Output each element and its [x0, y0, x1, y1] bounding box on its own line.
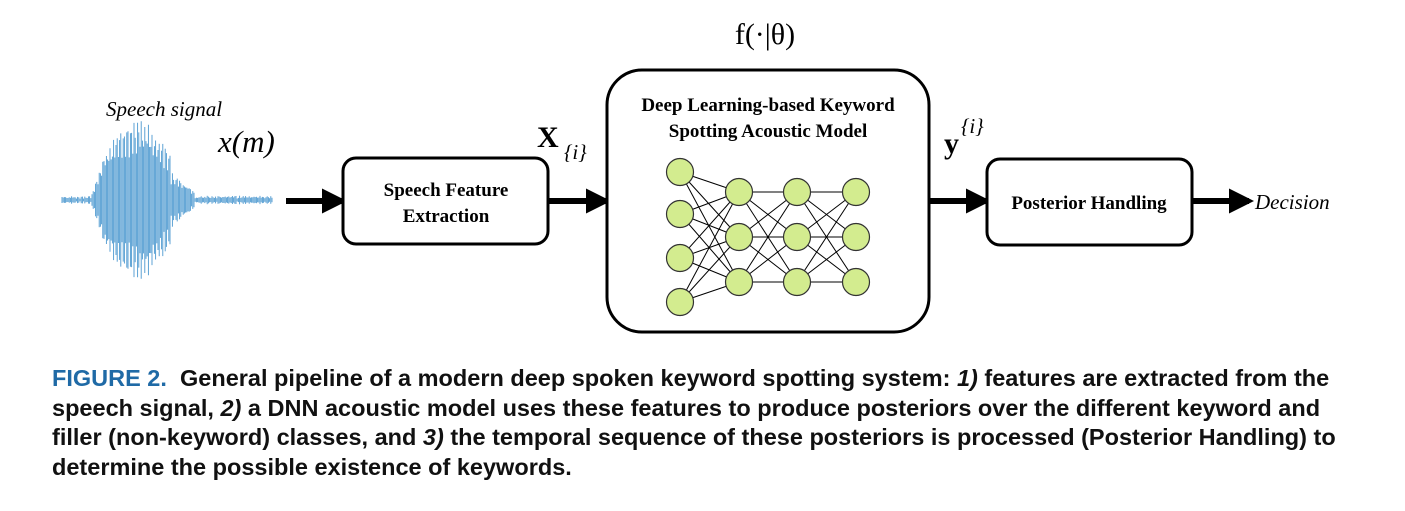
feature-extraction-box	[343, 158, 548, 244]
nn-neuron	[667, 159, 694, 186]
caption-step-3: 3)	[423, 424, 444, 450]
nn-neuron	[784, 269, 811, 296]
model-box-line2: Spotting Acoustic Model	[669, 121, 867, 142]
signal-variable: x(m)	[217, 124, 275, 159]
nn-neuron	[843, 179, 870, 206]
figure-caption: FIGURE 2. General pipeline of a modern d…	[52, 364, 1372, 482]
nn-neuron	[726, 269, 753, 296]
nn-neuron	[667, 289, 694, 316]
features-subscript: {i}	[564, 140, 587, 164]
caption-text-1: General pipeline of a modern deep spoken…	[180, 365, 950, 391]
model-box-line1: Deep Learning-based Keyword	[641, 95, 895, 116]
caption-step-2: 2)	[220, 395, 241, 421]
figure-label: FIGURE 2.	[52, 365, 167, 391]
caption-step-1: 1)	[957, 365, 978, 391]
features-variable: X	[537, 121, 559, 154]
posterior-superscript: {i}	[961, 114, 984, 138]
feature-box-line2: Extraction	[403, 206, 490, 227]
nn-neuron	[843, 269, 870, 296]
decision-label: Decision	[1254, 190, 1330, 214]
nn-neuron	[843, 224, 870, 251]
posterior-box-label: Posterior Handling	[1011, 193, 1167, 214]
model-function-label: f(·|θ)	[735, 18, 795, 51]
feature-box-line1: Speech Feature	[384, 180, 509, 201]
speech-signal-label: Speech signal	[106, 97, 222, 121]
nn-neuron	[726, 224, 753, 251]
nn-neuron	[726, 179, 753, 206]
nn-neuron	[667, 201, 694, 228]
nn-neuron	[784, 224, 811, 251]
nn-neuron	[784, 179, 811, 206]
posterior-variable: y	[944, 127, 959, 160]
nn-neuron	[667, 245, 694, 272]
